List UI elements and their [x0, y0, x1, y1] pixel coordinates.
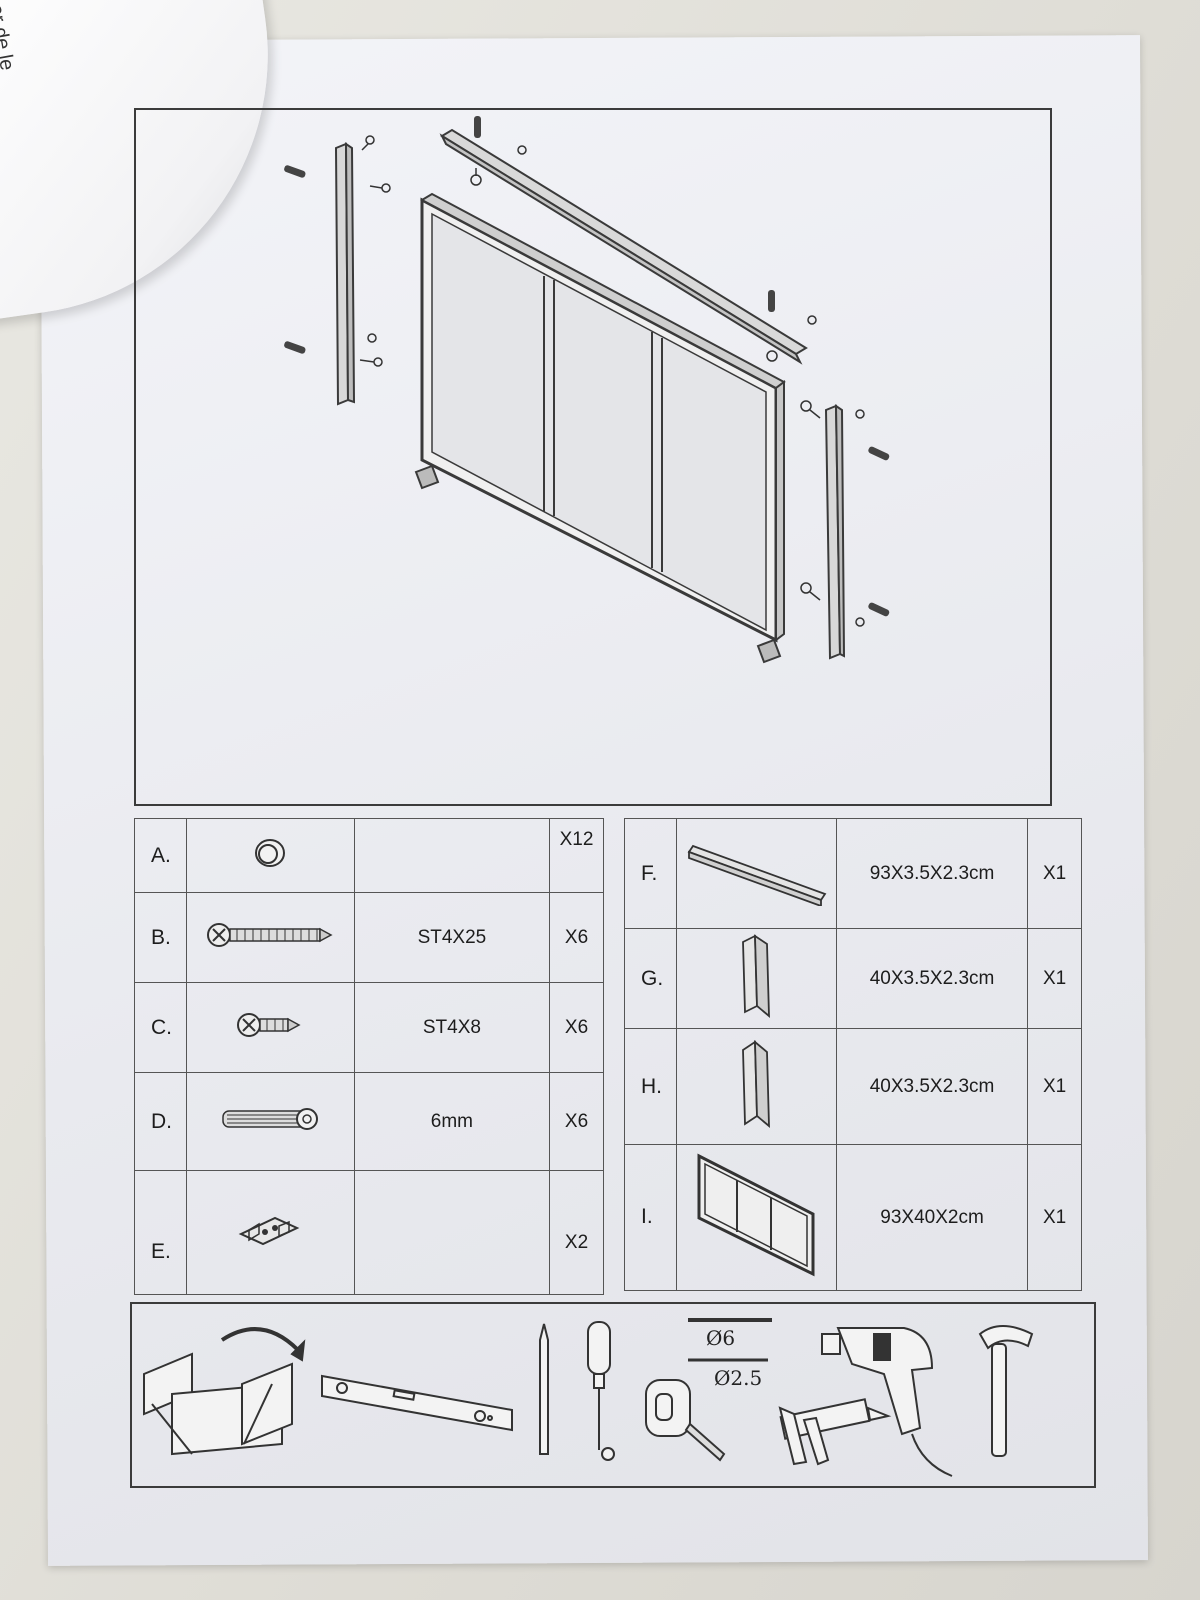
wall-plug-icon — [185, 1072, 355, 1171]
part-letter: H. — [624, 1028, 677, 1145]
pencil-icon — [539, 1323, 549, 1455]
wall-plug-5 — [868, 446, 890, 461]
exploded-view-drawing — [284, 116, 890, 664]
part-qty: X1 — [1027, 818, 1082, 929]
screw-2 — [373, 357, 383, 367]
toolbox-icon — [143, 1327, 306, 1456]
spirit-level-icon — [321, 1374, 513, 1432]
parts-table-left: A. X12 B. ST4X25 X6 C. ST4X8 X6 D. 6mm X… — [134, 818, 604, 1295]
side-rail-icon — [675, 928, 837, 1029]
part-letter: E. — [134, 1170, 187, 1295]
part-spec: 40X3.5X2.3cm — [835, 928, 1029, 1029]
table-row: G. 40X3.5X2.3cm X1 — [624, 928, 1082, 1029]
part-qty: X12 — [549, 818, 604, 893]
screw-3 — [470, 174, 482, 186]
table-row: A. X12 — [134, 818, 604, 893]
part-spec: 6mm — [353, 1072, 551, 1171]
table-row: F. 93X3.5X2.3cm X1 — [624, 818, 1082, 929]
wall-plug-3 — [474, 116, 481, 138]
cap-4 — [807, 315, 817, 325]
screw-6 — [800, 582, 812, 594]
top-rail — [439, 128, 808, 365]
part-qty: X2 — [549, 1170, 604, 1295]
part-spec — [353, 818, 551, 893]
part-qty: X1 — [1027, 928, 1082, 1029]
part-letter: A. — [134, 818, 187, 893]
part-spec: 93X3.5X2.3cm — [835, 818, 1029, 929]
caulk-gun-icon — [778, 1398, 892, 1466]
required-tools: Ø6 Ø2.5 — [130, 1302, 1096, 1488]
part-qty: X1 — [1027, 1144, 1082, 1291]
assembly-diagram — [134, 108, 1052, 806]
cap-5 — [855, 409, 865, 419]
drill-bit-2-5-label: Ø2.5 — [714, 1366, 763, 1390]
table-row: E. X2 — [134, 1170, 604, 1295]
cap-icon — [185, 818, 355, 893]
wall-plug-2 — [284, 341, 306, 354]
wall-plug-6 — [868, 602, 890, 617]
long-screw-icon — [185, 892, 355, 983]
tape-measure-icon — [645, 1379, 726, 1462]
cap-1 — [365, 135, 375, 145]
screw-1 — [381, 183, 391, 193]
screen-panel-icon — [675, 1144, 837, 1291]
part-letter: B. — [134, 892, 187, 983]
bracket-left — [414, 464, 440, 490]
long-rail-icon — [675, 818, 837, 929]
cap-2 — [367, 333, 377, 343]
wall-plug-1 — [284, 165, 306, 178]
parts-table-right: F. 93X3.5X2.3cm X1 G. 40X3.5X2.3cm X1 H.… — [624, 818, 1082, 1291]
part-spec: 40X3.5X2.3cm — [835, 1028, 1029, 1145]
screw-4 — [766, 350, 778, 362]
hammer-icon — [978, 1325, 1034, 1457]
part-letter: C. — [134, 982, 187, 1073]
short-screw-icon — [185, 982, 355, 1073]
part-letter: I. — [624, 1144, 677, 1291]
part-spec: ST4X8 — [353, 982, 551, 1073]
part-spec: 93X40X2cm — [835, 1144, 1029, 1291]
bracket-icon — [185, 1170, 355, 1295]
part-letter: D. — [134, 1072, 187, 1171]
power-drill-icon — [821, 1327, 953, 1477]
drill-bit-6-label: Ø6 — [706, 1326, 736, 1350]
bracket-right — [756, 638, 782, 664]
screen-panel — [419, 192, 786, 643]
part-letter: F. — [624, 818, 677, 929]
part-qty: X6 — [549, 892, 604, 983]
table-row: C. ST4X8 X6 — [134, 982, 604, 1073]
side-rail-icon — [675, 1028, 837, 1145]
tools-drawing — [143, 1318, 1034, 1477]
cap-3 — [517, 145, 527, 155]
part-letter: G. — [624, 928, 677, 1029]
table-row: I. 93X40X2cm X1 — [624, 1144, 1082, 1291]
screw-5 — [800, 400, 812, 412]
part-qty: X6 — [549, 982, 604, 1073]
curl-text: er de le — [0, 2, 19, 73]
table-row: H. 40X3.5X2.3cm X1 — [624, 1028, 1082, 1145]
right-rail — [824, 404, 846, 660]
drill-bits-icon — [688, 1318, 772, 1362]
cap-6 — [855, 617, 865, 627]
part-qty: X1 — [1027, 1028, 1082, 1145]
table-row: D. 6mm X6 — [134, 1072, 604, 1171]
part-spec: ST4X25 — [353, 892, 551, 983]
part-spec — [353, 1170, 551, 1295]
part-qty: X6 — [549, 1072, 604, 1171]
screwdriver-icon — [587, 1321, 615, 1461]
left-rail — [334, 142, 356, 406]
wall-plug-4 — [768, 290, 775, 312]
table-row: B. ST4X25 X6 — [134, 892, 604, 983]
